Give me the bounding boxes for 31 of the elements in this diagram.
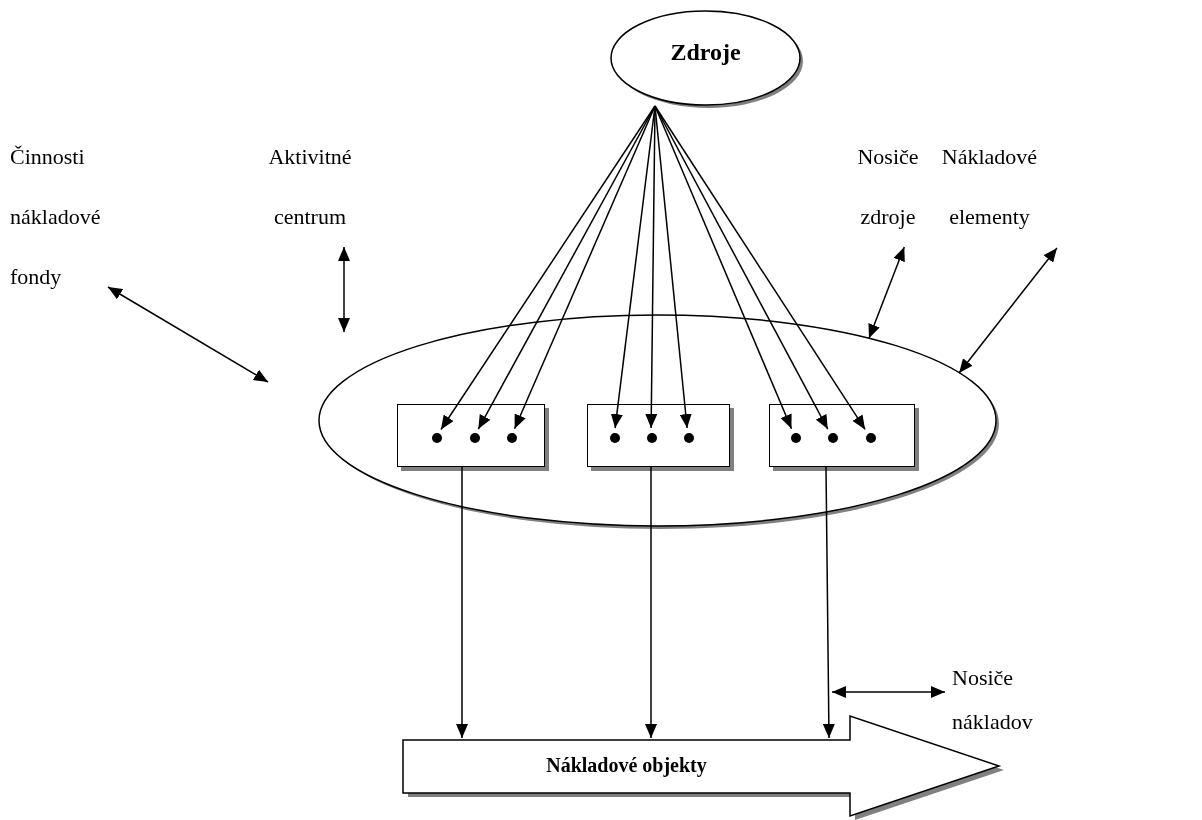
activity-center-oval [318,314,1000,530]
annotation-text: Nosiče nákladov [952,664,1034,736]
dot [866,433,876,443]
node-label: Zdroje [669,39,742,66]
annotation-text: Aktivitné centrum [267,143,353,231]
arrow [654,105,829,430]
double-arrow [107,286,269,383]
dot [470,433,480,443]
dot [647,433,657,443]
double-arrow [831,686,946,698]
double-arrow [338,246,350,333]
dot [791,433,801,443]
annotation-text: Činnosti nákladové fondy [10,143,102,291]
arrow [440,105,656,431]
annotation-text: Nákladové elementy [940,143,1039,231]
arrow [513,105,656,430]
arrow [654,105,866,431]
dot [610,433,620,443]
dot [432,433,442,443]
double-arrow [868,246,905,340]
arrow [822,466,835,739]
dot [828,433,838,443]
arrow [645,466,657,739]
arrow [477,105,656,430]
dot [684,433,694,443]
source-oval [610,10,804,109]
annotation-text: Nosiče zdroje [856,143,920,231]
node-label: Nákladové objekty [545,754,708,777]
dot [507,433,517,443]
double-arrow [958,247,1058,374]
arrow [456,466,468,739]
